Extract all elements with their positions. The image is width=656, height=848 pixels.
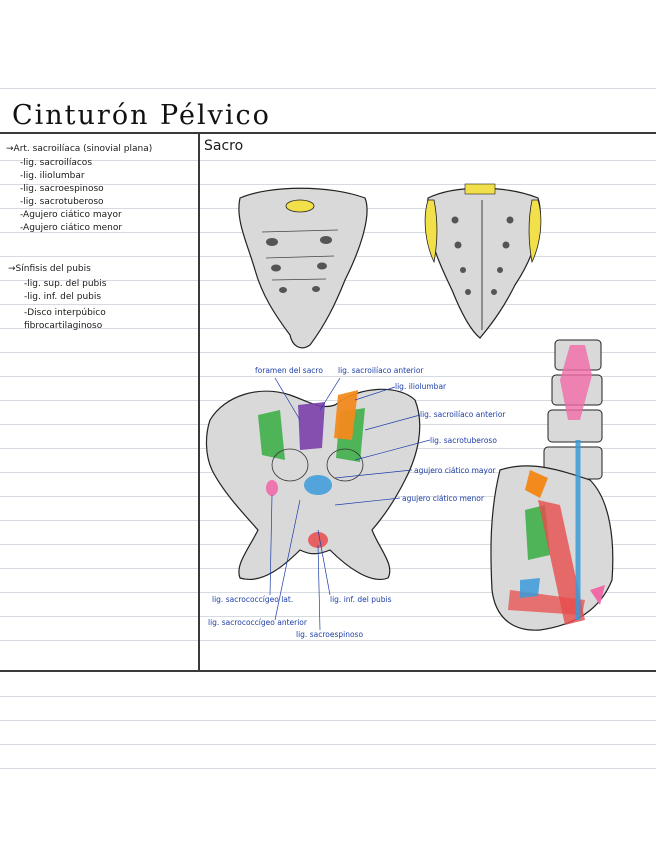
label-agujero-ciatico-mayor: agujero ciático mayor (414, 466, 496, 475)
note-item: -lig. sup. del pubis (24, 279, 107, 289)
note-item: -lig. iliolumbar (20, 171, 85, 181)
ruled-line (0, 744, 656, 745)
label-lig-inf-pubis: lig. inf. del pubis (330, 595, 392, 604)
label-lig-sacroespinoso: lig. sacroespinoso (296, 630, 364, 639)
label-lig-sacrococcigeo-anterior: lig. sacrococcígeo anterior (208, 618, 307, 627)
note-art-sacroiliaca: →Art. sacroilíaca (sinovial plana) (6, 144, 153, 154)
column-divider (198, 134, 200, 672)
ruled-line (0, 720, 656, 721)
ruled-line (0, 640, 656, 641)
note-item: -Disco interpúbico fibrocartilaginoso (24, 308, 106, 331)
ruled-line (0, 616, 656, 617)
sacro-heading: Sacro (204, 138, 244, 154)
ruled-line (0, 592, 656, 593)
label-lig-sacrococcigeo-lat: lig. sacrococcígeo lat. (212, 595, 294, 604)
ruled-line (0, 696, 656, 697)
label-lig-sacroiliaco-anterior: lig. sacroilíaco anterior (338, 366, 424, 375)
note-item: -lig. sacroilíacos (20, 158, 93, 168)
ruled-line (0, 376, 656, 377)
title-underline (0, 132, 656, 134)
note-item: -lig. sacroespinoso (20, 184, 104, 194)
note-item: -lig. inf. del pubis (24, 292, 102, 302)
ruled-line (0, 768, 656, 769)
page-title: Cinturón Pélvico (12, 100, 271, 131)
ruled-line (0, 88, 656, 89)
label-agujero-ciatico-menor: agujero ciático menor (402, 494, 484, 503)
sacrum-posterior-illustration (424, 183, 542, 339)
note-item: -Agujero ciático menor (20, 223, 123, 233)
ruled-line (0, 184, 656, 185)
note-item: -Agujero ciático mayor (20, 210, 122, 220)
pelvis-anterior-illustration (205, 388, 421, 580)
sacrum-anterior-illustration (238, 187, 368, 349)
label-lig-iliolumbar: lig. iliolumbar (395, 382, 447, 391)
label-lig-sacrotuberoso: lig. sacrotuberoso (430, 436, 497, 445)
ruled-line (0, 160, 656, 161)
label-leader-lines (269, 377, 431, 631)
ruled-line (0, 352, 656, 353)
ruled-line (0, 328, 656, 329)
label-lig-sacroiliaco-anterior-2: lig. sacroilíaco anterior (420, 410, 506, 419)
label-foramen: foramen del sacro (255, 366, 323, 375)
note-item: -lig. sacrotuberoso (20, 197, 104, 207)
section-bottom-line (0, 670, 656, 672)
pelvis-lateral-illustration (490, 339, 614, 631)
note-sinfisis: →Sínfisis del pubis (8, 264, 91, 274)
ruled-line (0, 400, 656, 401)
ruled-line (0, 568, 656, 569)
